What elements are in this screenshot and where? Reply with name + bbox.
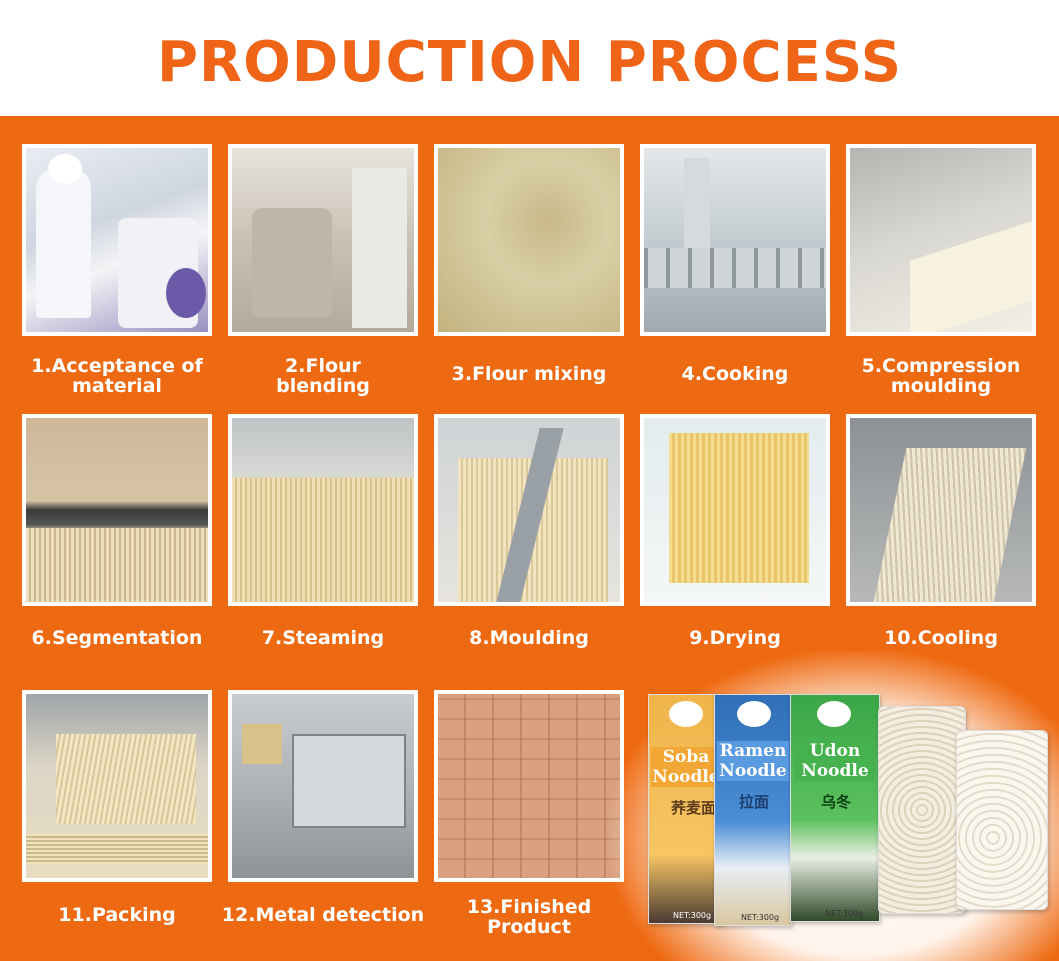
ramen-net: NET:300g <box>741 913 780 922</box>
step-11-photo <box>22 690 212 882</box>
fresh-noodle-pack-2 <box>956 730 1048 910</box>
step-2-photo <box>228 144 418 336</box>
soba-net: NET:300g <box>673 911 712 920</box>
step-8-photo <box>434 414 624 606</box>
soba-cjk: 荞麦面 <box>671 799 717 817</box>
step-7-photo <box>228 414 418 606</box>
step-3-caption: 3.Flour mixing <box>451 363 607 385</box>
step-7-caption: 7.Steaming <box>261 627 385 649</box>
udon-cjk: 乌冬 <box>821 793 852 811</box>
step-6-photo <box>22 414 212 606</box>
step-9-photo <box>640 414 830 606</box>
header: PRODUCTION PROCESS <box>0 0 1059 116</box>
step-12-caption: 12.Metal detection <box>221 904 425 926</box>
step-1-photo <box>22 144 212 336</box>
udon-net: NET:300g <box>825 909 864 918</box>
step-12-photo <box>228 690 418 882</box>
ramen-cjk: 拉面 <box>739 793 770 811</box>
step-10-caption: 10.Cooling <box>884 627 998 649</box>
step-9-caption: 9.Drying <box>689 627 781 649</box>
step-13-photo <box>434 690 624 882</box>
step-3-photo <box>434 144 624 336</box>
step-5-photo <box>846 144 1036 336</box>
step-8-caption: 8.Moulding <box>469 627 589 649</box>
step-11-caption: 11.Packing <box>58 904 176 926</box>
step-4-photo <box>640 144 830 336</box>
step-10-photo <box>846 414 1036 606</box>
step-6-caption: 6.Segmentation <box>31 627 203 649</box>
step-4-caption: 4.Cooking <box>681 363 789 385</box>
fresh-noodle-pack-1 <box>878 706 966 914</box>
page-title: PRODUCTION PROCESS <box>156 29 903 95</box>
